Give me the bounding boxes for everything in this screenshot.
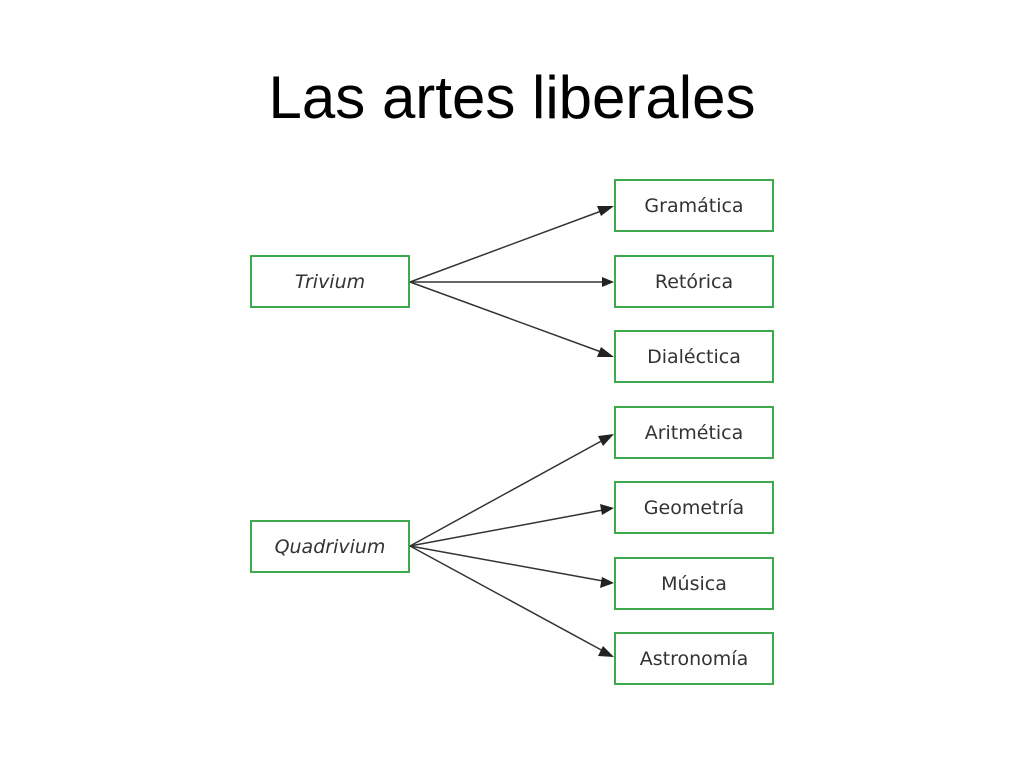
edge-quadrivium-musica — [409, 545, 604, 582]
arrowhead-musica — [600, 577, 614, 588]
slide-title: Las artes liberales — [268, 64, 756, 131]
edge-trivium-dialectica — [409, 281, 605, 354]
musica-label: Música — [661, 573, 727, 595]
arrowhead-astronomia — [598, 646, 614, 657]
geometria-label: Geometría — [644, 497, 744, 519]
arrowhead-geometria — [600, 504, 614, 515]
edge-quadrivium-astronomia — [409, 545, 606, 653]
edge-quadrivium-aritmetica — [409, 438, 606, 547]
group-trivium: Trivium Gramática Retórica Dialéctica — [250, 179, 774, 383]
musica-box — [614, 557, 774, 610]
quadrivium-box — [250, 520, 410, 573]
aritmetica-label: Aritmética — [645, 422, 744, 444]
dialectica-box — [614, 330, 774, 383]
arrowhead-dialectica — [597, 347, 614, 357]
trivium-label: Trivium — [295, 271, 365, 293]
arrowhead-aritmetica — [598, 434, 614, 446]
gramatica-box — [614, 179, 774, 232]
group-quadrivium: Quadrivium Aritmética Geometría Música A… — [250, 406, 774, 685]
edge-trivium-gramatica — [409, 209, 605, 283]
retorica-box — [614, 255, 774, 308]
arrowhead-retorica — [602, 277, 614, 287]
arrowhead-gramatica — [597, 206, 614, 216]
geometria-box — [614, 481, 774, 534]
retorica-label: Retórica — [655, 271, 733, 293]
astronomia-label: Astronomía — [640, 648, 748, 670]
gramatica-label: Gramática — [644, 195, 743, 217]
trivium-box — [250, 255, 410, 308]
quadrivium-label: Quadrivium — [275, 536, 386, 558]
aritmetica-box — [614, 406, 774, 459]
edge-quadrivium-geometria — [409, 509, 604, 547]
dialectica-label: Dialéctica — [647, 346, 741, 368]
astronomia-box — [614, 632, 774, 685]
